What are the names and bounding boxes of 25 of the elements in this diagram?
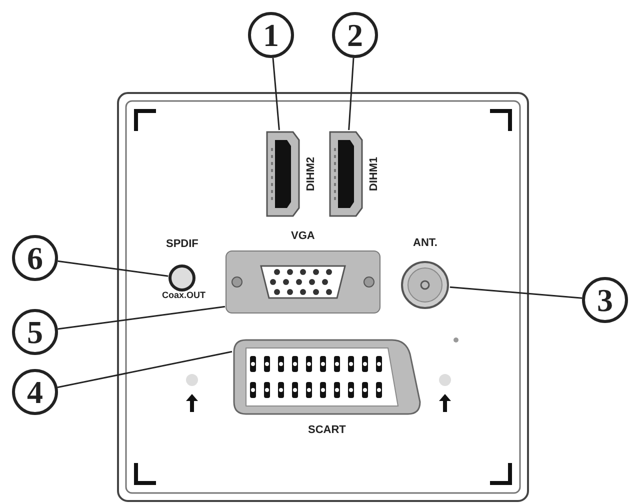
antenna-socket bbox=[400, 260, 450, 310]
callout-number: 4 bbox=[12, 369, 58, 415]
port-label: Coax.OUT bbox=[162, 289, 206, 301]
vga-port bbox=[225, 250, 381, 314]
leader-line bbox=[348, 58, 354, 130]
scart-socket bbox=[232, 338, 422, 416]
leader-line bbox=[272, 58, 280, 130]
port-label: SPDIF bbox=[166, 238, 198, 250]
hdmi-port bbox=[265, 130, 301, 218]
port-label: SCART bbox=[308, 424, 346, 436]
leader-line bbox=[57, 350, 232, 388]
callout-number: 2 bbox=[332, 12, 378, 58]
callout-number: 5 bbox=[12, 309, 58, 355]
leader-line bbox=[58, 260, 168, 277]
port-label: DIHM2 bbox=[305, 156, 318, 192]
leader-line bbox=[58, 306, 226, 330]
callout-number: 1 bbox=[248, 12, 294, 58]
port-label: DIHM1 bbox=[368, 156, 380, 192]
port-label: VGA bbox=[291, 230, 315, 242]
port-label: ANT. bbox=[413, 237, 438, 249]
hdmi-port bbox=[328, 130, 364, 218]
callout-number: 6 bbox=[12, 235, 58, 281]
coaxial-socket bbox=[168, 264, 196, 292]
callout-number: 3 bbox=[582, 277, 628, 323]
leader-line bbox=[450, 286, 582, 299]
